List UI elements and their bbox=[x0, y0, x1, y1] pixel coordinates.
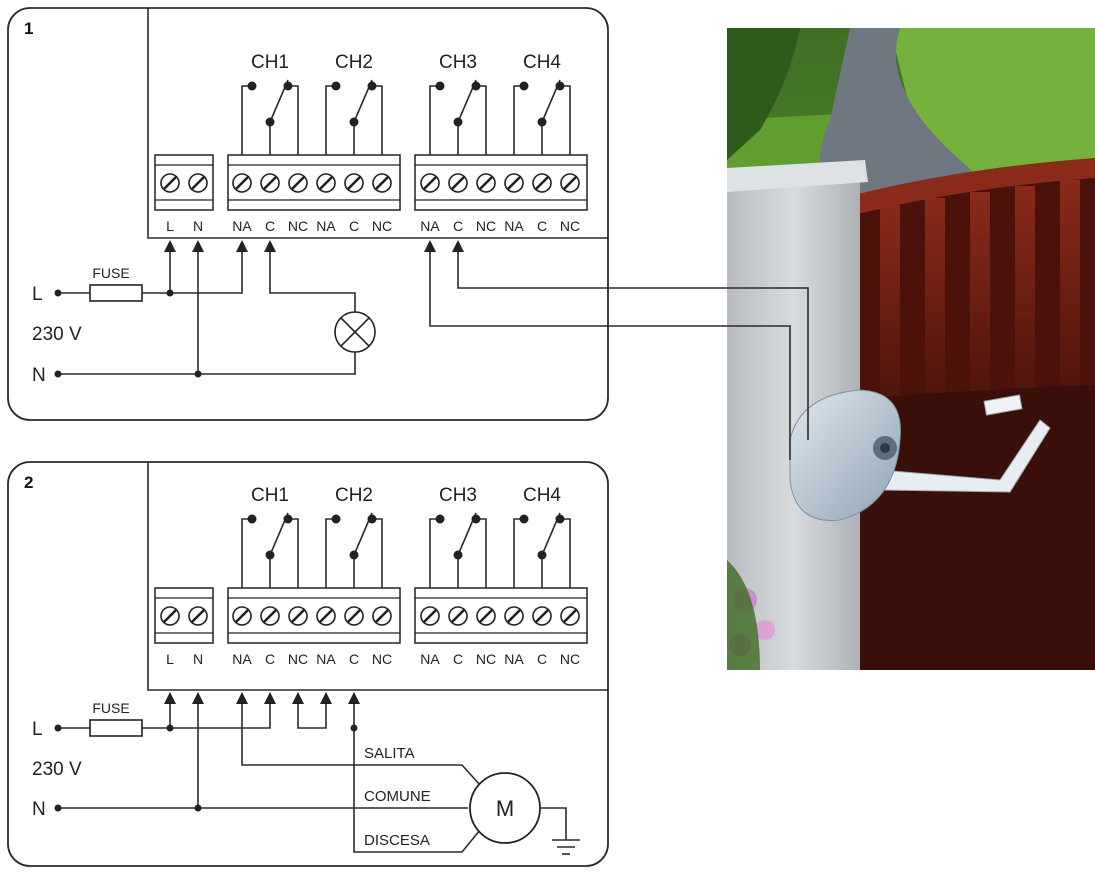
channel-label: CH4 bbox=[523, 52, 561, 73]
external-wiring bbox=[54, 692, 580, 855]
terminal-label: L bbox=[166, 218, 174, 234]
terminal-label: C bbox=[265, 651, 275, 667]
fuse-symbol bbox=[89, 284, 143, 302]
gate-slats bbox=[880, 180, 1080, 405]
neutral-label: N bbox=[32, 799, 46, 820]
terminal-label: NA bbox=[420, 218, 440, 234]
terminal-label: NA bbox=[316, 651, 336, 667]
terminal-block-power bbox=[154, 587, 214, 644]
channel-label: CH1 bbox=[251, 485, 289, 506]
terminal-label: N bbox=[193, 651, 203, 667]
panel-1: 1 bbox=[7, 7, 809, 460]
motor-wire-label: DISCESA bbox=[364, 832, 430, 849]
relay-contacts bbox=[241, 79, 571, 155]
line-label: L bbox=[32, 719, 43, 740]
terminal-label: NA bbox=[504, 218, 524, 234]
terminal-label: NC bbox=[560, 651, 580, 667]
terminal-label: NA bbox=[232, 651, 252, 667]
motor-label: M bbox=[496, 796, 514, 821]
terminal-label: NA bbox=[316, 218, 336, 234]
fuse-label: FUSE bbox=[92, 700, 129, 716]
terminal-block-ch3-ch4 bbox=[414, 154, 588, 211]
terminal-label: C bbox=[349, 651, 359, 667]
panel-number: 1 bbox=[24, 19, 33, 38]
terminal-label: C bbox=[349, 218, 359, 234]
terminal-label: NC bbox=[288, 218, 308, 234]
voltage-label: 230 V bbox=[32, 324, 82, 345]
panel-number: 2 bbox=[24, 473, 33, 492]
channel-label: CH3 bbox=[439, 485, 477, 506]
channel-label: CH1 bbox=[251, 52, 289, 73]
terminal-label: NC bbox=[372, 218, 392, 234]
terminal-label: C bbox=[453, 651, 463, 667]
terminal-label: NC bbox=[560, 218, 580, 234]
flowers bbox=[727, 560, 775, 670]
motor-wire-label: COMUNE bbox=[364, 788, 431, 805]
terminal-label: C bbox=[453, 218, 463, 234]
channel-label: CH3 bbox=[439, 52, 477, 73]
terminal-label: C bbox=[537, 218, 547, 234]
terminal-labels: L N NA C NC NA C NC NA C NC NA C NC bbox=[166, 218, 580, 234]
channel-label: CH2 bbox=[335, 485, 373, 506]
terminal-label: NA bbox=[232, 218, 252, 234]
fuse-label: FUSE bbox=[92, 265, 129, 281]
terminal-label: NC bbox=[476, 651, 496, 667]
terminal-label: C bbox=[537, 651, 547, 667]
terminal-label: L bbox=[166, 651, 174, 667]
gate-photo bbox=[727, 28, 1095, 670]
terminal-label: NA bbox=[504, 651, 524, 667]
external-wiring bbox=[54, 240, 809, 460]
gate-motor bbox=[789, 389, 1051, 521]
terminal-block-ch3-ch4 bbox=[414, 587, 588, 644]
relay-contacts bbox=[241, 512, 571, 588]
terminal-label: NA bbox=[420, 651, 440, 667]
line-label: L bbox=[32, 284, 43, 305]
terminal-label: NC bbox=[372, 651, 392, 667]
terminal-label: N bbox=[193, 218, 203, 234]
terminal-label: C bbox=[265, 218, 275, 234]
terminal-label: NC bbox=[476, 218, 496, 234]
terminal-block-power bbox=[154, 154, 214, 211]
terminal-block-ch1-ch2 bbox=[227, 154, 401, 211]
channel-label: CH4 bbox=[523, 485, 561, 506]
channel-label: CH2 bbox=[335, 52, 373, 73]
terminal-labels: L N NA C NC NA C NC NA C NC NA C NC bbox=[166, 651, 580, 667]
panel-2: 2 bbox=[7, 461, 609, 867]
terminal-block-ch1-ch2 bbox=[227, 587, 401, 644]
motor-wire-label: SALITA bbox=[364, 745, 415, 762]
neutral-label: N bbox=[32, 365, 46, 386]
fuse-symbol bbox=[89, 719, 143, 737]
terminal-label: NC bbox=[288, 651, 308, 667]
voltage-label: 230 V bbox=[32, 759, 82, 780]
